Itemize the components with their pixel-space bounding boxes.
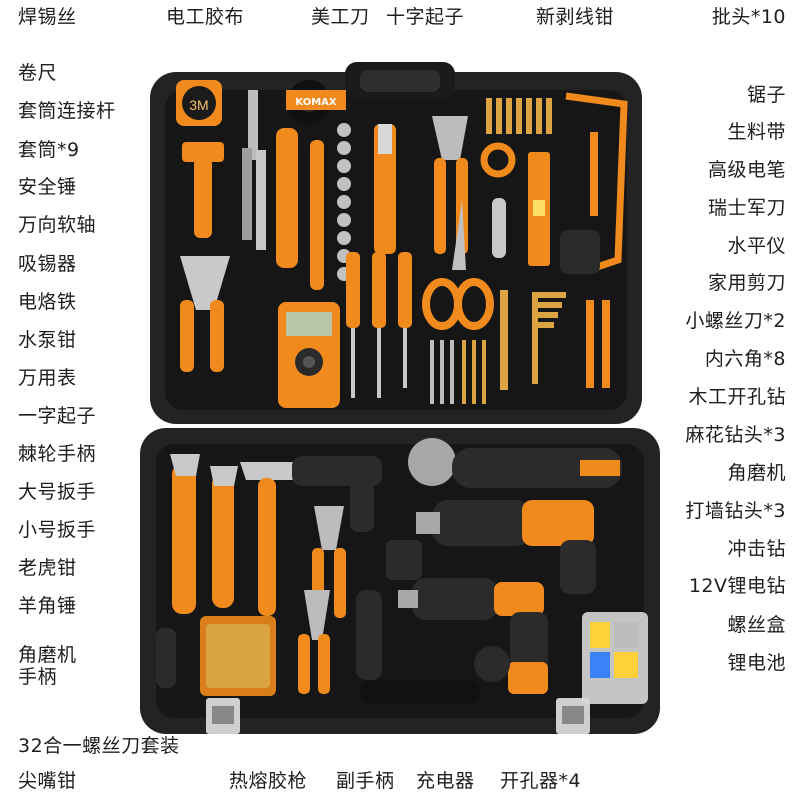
label-masonry-bits: 打墙钻头*3	[685, 500, 786, 522]
label-charger: 充电器	[416, 770, 475, 792]
label-small-screwdrivers: 小螺丝刀*2	[685, 310, 786, 332]
label-soldering-iron: 电烙铁	[18, 291, 77, 313]
hacksaw	[560, 92, 628, 274]
screw-box	[582, 612, 648, 704]
label-hacksaw: 锯子	[746, 84, 786, 106]
scissors	[422, 200, 494, 330]
screwdrivers	[346, 252, 412, 398]
label-scissors: 家用剪刀	[707, 272, 786, 294]
label-ptfe-tape: 生料带	[727, 121, 786, 143]
adjustable-wrenches	[170, 454, 238, 614]
label-angle-grinder: 角磨机	[727, 462, 786, 484]
solder-wire	[248, 90, 258, 160]
swiss-knife	[492, 198, 506, 258]
label-flathead-screwdriver: 一字起子	[18, 405, 97, 427]
svg-text:3M: 3M	[189, 97, 208, 113]
battery	[508, 662, 548, 694]
hole-saw	[474, 646, 510, 682]
label-impact-drill: 冲击钻	[727, 538, 786, 560]
multimeter	[278, 302, 340, 408]
water-pump-pliers	[180, 256, 230, 372]
label-glue-gun: 热熔胶枪	[229, 770, 308, 792]
label-grinder-handle: 角磨机 手柄	[18, 644, 77, 688]
label-solder-wire: 焊锡丝	[18, 6, 77, 28]
soldering-iron	[310, 140, 324, 290]
small-screwdriver-2	[602, 300, 610, 388]
label-socket-extension: 套筒连接杆	[18, 100, 116, 122]
test-pen	[590, 132, 598, 216]
label-hole-saws: 开孔器*4	[500, 770, 582, 792]
ptfe-tape	[480, 142, 516, 178]
label-test-pen: 高级电笔	[707, 159, 786, 181]
label-twist-drill-bits: 麻花钻头*3	[685, 424, 786, 446]
utility-knife	[374, 124, 396, 254]
label-hex-keys: 内六角*8	[704, 348, 786, 370]
impact-drill	[416, 500, 596, 594]
small-screwdriver-1	[586, 300, 594, 388]
label-phillips-screwdriver: 十字起子	[386, 6, 465, 28]
label-bits: 批头*10	[711, 6, 786, 28]
tape-measure: 3M	[176, 80, 222, 126]
glue-gun	[292, 456, 382, 532]
charger	[386, 540, 422, 580]
label-desolder-pump: 吸锡器	[18, 253, 77, 275]
screwdriver-bits	[486, 98, 552, 134]
label-sockets: 套筒*9	[18, 139, 80, 161]
label-large-wrench: 大号扳手	[18, 481, 97, 503]
label-spirit-level: 水平仪	[727, 235, 786, 257]
label-screw-box: 螺丝盒	[727, 614, 786, 636]
safety-hammer	[182, 142, 224, 238]
label-battery: 锂电池	[727, 652, 786, 674]
label-electrical-tape: 电工胶布	[166, 6, 245, 28]
label-multimeter: 万用表	[18, 367, 77, 389]
label-swiss-knife: 瑞士军刀	[707, 197, 786, 219]
label-flex-shaft: 万向软轴	[18, 214, 97, 236]
claw-hammer	[240, 462, 306, 616]
screwdriver-set-32in1	[200, 616, 276, 696]
drill-bits	[430, 290, 508, 404]
grinder-handle	[156, 628, 176, 688]
label-needle-nose-pliers: 尖嘴钳	[18, 770, 77, 792]
label-water-pump-pliers: 水泵钳	[18, 329, 77, 351]
hex-keys	[532, 292, 566, 384]
komax-box	[286, 90, 346, 110]
label-safety-hammer: 安全锤	[18, 176, 77, 198]
desolder-pump	[276, 128, 298, 268]
label-small-wrench: 小号扳手	[18, 519, 97, 541]
label-lithium-drill: 12V锂电钻	[688, 575, 786, 597]
auxiliary-handle	[356, 590, 382, 680]
angle-grinder	[408, 438, 622, 488]
label-utility-knife: 美工刀	[311, 6, 370, 28]
label-ratchet-handle: 棘轮手柄	[18, 443, 97, 465]
flex-shaft	[242, 148, 252, 240]
needle-nose-pliers	[298, 590, 330, 694]
komax-box-brand: KOMAX	[295, 97, 336, 108]
label-wire-strippers: 新剥线钳	[536, 6, 615, 28]
label-auxiliary-handle: 副手柄	[336, 770, 395, 792]
label-tape-measure: 卷尺	[18, 62, 58, 84]
label-spade-bit: 木工开孔钻	[688, 386, 786, 408]
label-screwdriver-set: 32合一螺丝刀套装	[18, 735, 180, 757]
label-claw-hammer: 羊角锤	[18, 595, 77, 617]
label-combination-pliers: 老虎钳	[18, 557, 77, 579]
socket-extension	[256, 150, 266, 250]
